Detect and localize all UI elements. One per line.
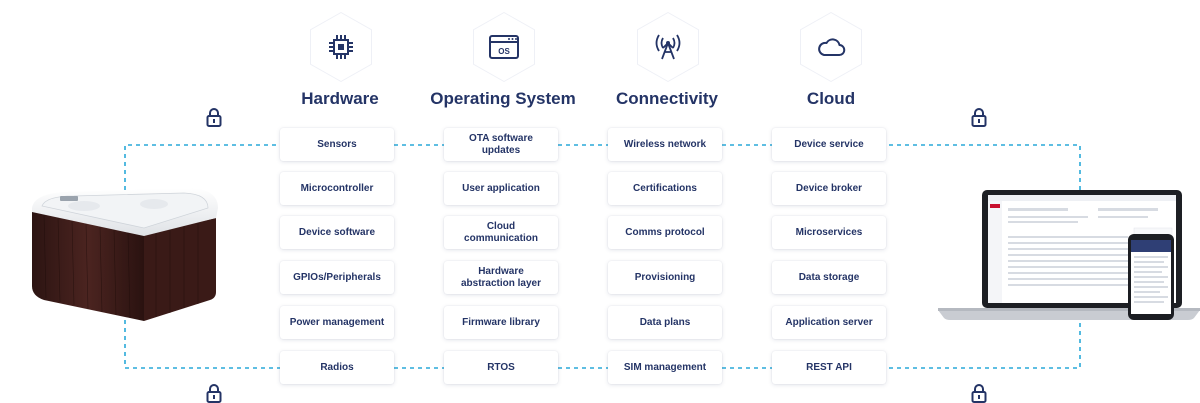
cloud-icon — [818, 38, 846, 56]
card-data-plans: Data plans — [608, 306, 722, 339]
card-hardware-abstraction-layer: Hardware abstraction layer — [444, 261, 558, 294]
card-cloud-communication: Cloud communication — [444, 216, 558, 249]
card-application-server: Application server — [772, 306, 886, 339]
column-title-operating-system: Operating System — [430, 89, 576, 108]
laptop-and-phone-dashboard-image — [938, 190, 1200, 320]
card-certifications: Certifications — [608, 172, 722, 205]
lock-icon — [971, 108, 987, 127]
card-rest-api: REST API — [772, 351, 886, 384]
card-gpios-peripherals: GPIOs/Peripherals — [280, 261, 394, 294]
left-bottom-connector — [124, 320, 280, 369]
column-title-hardware: Hardware — [301, 89, 379, 108]
card-device-service: Device service — [772, 128, 886, 161]
card-comms-protocol: Comms protocol — [608, 216, 722, 249]
hot-tub-device-image — [32, 188, 218, 321]
card-device-software: Device software — [280, 216, 394, 249]
left-top-connector — [124, 144, 280, 190]
card-firmware-library: Firmware library — [444, 306, 558, 339]
card-data-storage: Data storage — [772, 261, 886, 294]
antenna-icon — [655, 34, 681, 60]
card-wireless-network: Wireless network — [608, 128, 722, 161]
card-power-management: Power management — [280, 306, 394, 339]
card-ota-software-updates: OTA software updates — [444, 128, 558, 161]
column-title-cloud: Cloud — [806, 89, 856, 108]
right-top-connector — [889, 144, 1081, 190]
card-user-application: User application — [444, 172, 558, 205]
card-microservices: Microservices — [772, 216, 886, 249]
column-title-connectivity: Connectivity — [615, 89, 719, 108]
lock-icon — [206, 108, 222, 127]
cloud-hex — [800, 12, 862, 82]
card-sensors: Sensors — [280, 128, 394, 161]
card-radios: Radios — [280, 351, 394, 384]
os-window-icon: OS — [489, 35, 519, 59]
chip-icon — [329, 35, 353, 59]
operating-system-hex: OS — [473, 12, 535, 82]
card-sim-management: SIM management — [608, 351, 722, 384]
lock-icon — [971, 384, 987, 403]
os-icon-label: OS — [498, 47, 510, 56]
connectivity-hex — [637, 12, 699, 82]
lock-icon — [206, 384, 222, 403]
hardware-hex — [310, 12, 372, 82]
card-device-broker: Device broker — [772, 172, 886, 205]
right-bottom-connector — [889, 320, 1081, 369]
card-provisioning: Provisioning — [608, 261, 722, 294]
card-rtos: RTOS — [444, 351, 558, 384]
card-microcontroller: Microcontroller — [280, 172, 394, 205]
